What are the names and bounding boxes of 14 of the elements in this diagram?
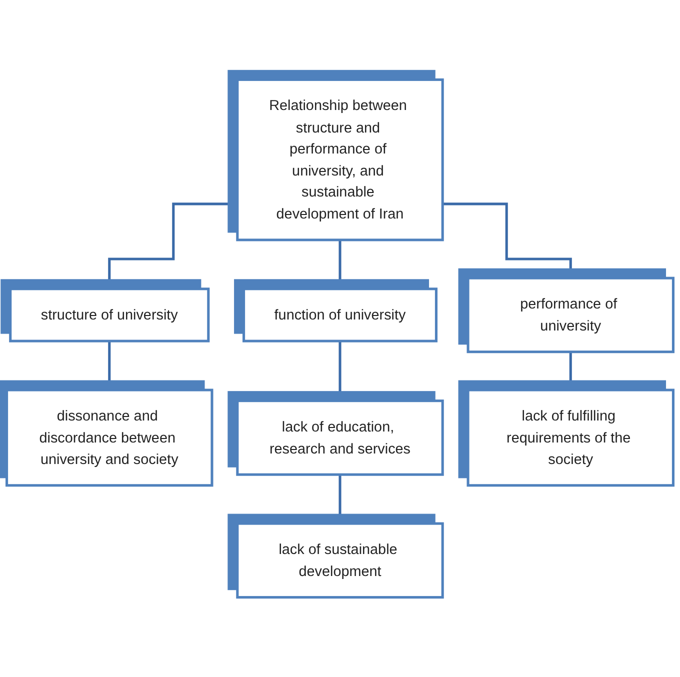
connector [338, 238, 342, 290]
node-box: dissonance and discordance between university and society [6, 388, 214, 487]
node-box: lack of education, research and services [236, 400, 444, 476]
node-box: Relationship between structure and performance of university, and sustainable development of Iran [236, 78, 444, 242]
connector [569, 350, 572, 392]
connector [338, 340, 342, 402]
connector [108, 340, 111, 392]
node-box: lack of fulfilling requirements of the society [466, 388, 674, 487]
node-box: function of university [242, 288, 438, 342]
connector [442, 202, 572, 280]
node-box: lack of sustainable development [236, 522, 444, 599]
node-box: performance of university [466, 276, 674, 354]
connector [338, 473, 342, 525]
node-box: structure of university [9, 288, 210, 342]
